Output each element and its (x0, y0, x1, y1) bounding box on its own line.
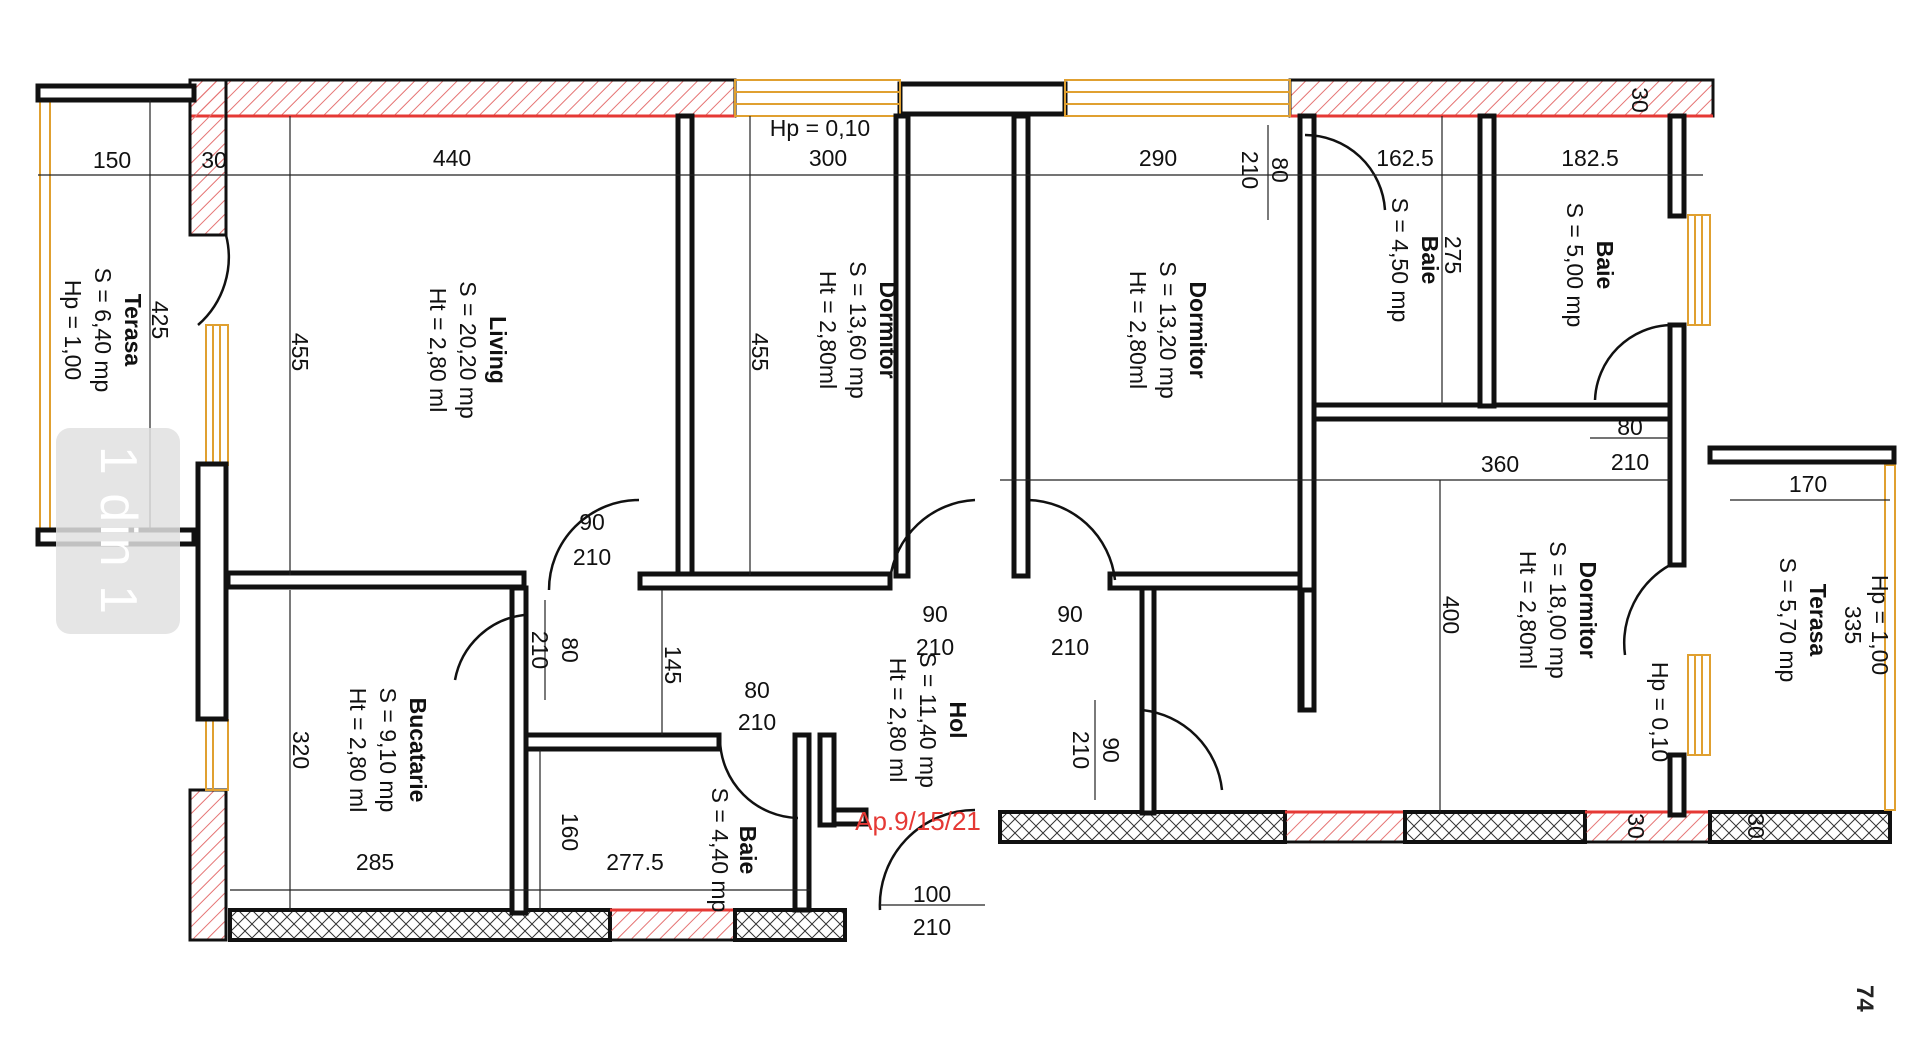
page-indicator-text: 1 din 1 (89, 445, 147, 617)
dim-label: 440 (433, 145, 471, 171)
svg-text:Baie: Baie (1592, 241, 1618, 290)
svg-text:Bucatarie: Bucatarie (405, 698, 431, 803)
room-living: Living S = 20,20 mp Ht = 2,80 ml (425, 281, 511, 418)
svg-text:Ht = 2,80 ml: Ht = 2,80 ml (345, 688, 371, 813)
dim-label: 80 (744, 677, 770, 703)
dim-label: 210 (1068, 731, 1094, 769)
dim-label: 210 (573, 544, 611, 570)
dim-label: 30 (1627, 87, 1653, 113)
svg-text:S = 13,60 mp: S = 13,60 mp (845, 261, 871, 398)
svg-text:S = 5,00 mp: S = 5,00 mp (1562, 203, 1588, 328)
dim-label: 275 (1440, 236, 1466, 274)
dim-label: 162.5 (1376, 145, 1434, 171)
room-baie-2: Baie S = 5,00 mp (1562, 203, 1618, 328)
svg-text:Ht = 2,80ml: Ht = 2,80ml (1515, 551, 1541, 669)
page-indicator: 1 din 1 (56, 428, 180, 634)
room-dormitor-1: Dormitor S = 13,60 mp Ht = 2,80ml (815, 261, 901, 398)
dim-label: 290 (1139, 145, 1177, 171)
room-terasa-left: Terasa S = 6,40 mp Hp = 1,00 (60, 268, 146, 393)
svg-text:Terasa: Terasa (120, 294, 146, 367)
svg-text:Baie: Baie (735, 826, 761, 875)
svg-text:Living: Living (485, 316, 511, 384)
room-baie-1: Baie S = 4,50 mp (1387, 198, 1443, 323)
dim-label: 300 (809, 145, 847, 171)
dim-label: Hp = 1,00 (1867, 575, 1893, 675)
dim-label: 210 (916, 634, 954, 660)
dimension-lines (38, 100, 1890, 910)
svg-text:S = 11,40 mp: S = 11,40 mp (915, 652, 941, 788)
dim-label: 210 (1237, 151, 1263, 189)
dim-label: 425 (147, 301, 173, 339)
dim-label: 277.5 (606, 849, 664, 875)
svg-text:Ht = 2,80ml: Ht = 2,80ml (1125, 271, 1151, 389)
dim-label: 360 (1481, 451, 1519, 477)
svg-text:S = 4,50 mp: S = 4,50 mp (1387, 198, 1413, 323)
svg-text:S = 20,20 mp: S = 20,20 mp (455, 281, 481, 418)
room-hol: Hol S = 11,40 mp Ht = 2,80 ml (885, 652, 971, 788)
room-terasa-right: Terasa S = 5,70 mp (1775, 558, 1831, 683)
doors (197, 133, 1671, 911)
dim-label: 210 (527, 631, 553, 669)
svg-text:Hp = 1,00: Hp = 1,00 (60, 280, 86, 380)
dim-label: 80 (1617, 414, 1643, 440)
dim-label: 170 (1789, 471, 1827, 497)
svg-text:S = 18,00 mp: S = 18,00 mp (1545, 541, 1571, 678)
room-baie-3: Baie S = 4,40 mp (707, 788, 761, 913)
dim-label: 150 (93, 147, 131, 173)
room-dormitor-3: Dormitor S = 18,00 mp Ht = 2,80ml (1515, 541, 1601, 678)
dim-label: 210 (1611, 449, 1649, 475)
dim-label: 100 (913, 881, 951, 907)
apartment-label: Ap.9/15/21 (855, 806, 981, 836)
dim-label: 210 (738, 709, 776, 735)
svg-text:S = 4,40 mp: S = 4,40 mp (707, 788, 733, 913)
room-dormitor-2: Dormitor S = 13,20 mp Ht = 2,80ml (1125, 261, 1211, 398)
svg-text:Terasa: Terasa (1805, 584, 1831, 657)
svg-text:Baie: Baie (1417, 236, 1443, 285)
dim-label: 90 (1057, 601, 1083, 627)
dim-label: 30 (1623, 813, 1649, 839)
svg-text:Ht = 2,80 ml: Ht = 2,80 ml (885, 658, 911, 783)
dimension-labels-vertical: 30 210 80 425 455 455 275 400 335 Hp = 1… (147, 87, 1893, 851)
dim-label: 160 (557, 813, 583, 851)
dim-label: 182.5 (1561, 145, 1619, 171)
dim-label: 90 (579, 509, 605, 535)
svg-text:Hol: Hol (945, 701, 971, 738)
dim-label: 455 (287, 333, 313, 371)
dim-label: 90 (922, 601, 948, 627)
dim-label: Hp = 0,10 (770, 115, 870, 141)
dim-label: 320 (288, 731, 314, 769)
dim-label: 145 (660, 646, 686, 684)
dim-label: 285 (356, 849, 394, 875)
battery-status: 74 (1851, 985, 1878, 1012)
dim-label: 90 (1098, 737, 1124, 763)
dim-label: 80 (557, 637, 583, 663)
dim-label: 210 (913, 914, 951, 940)
dim-label: 335 (1840, 606, 1866, 644)
dim-label: 80 (1267, 157, 1293, 183)
exterior-walls (188, 78, 1892, 942)
svg-text:Dormitor: Dormitor (875, 281, 901, 378)
dimension-labels: 150 30 440 Hp = 0,10 300 290 162.5 182.5… (93, 115, 1827, 940)
svg-text:Ht = 2,80ml: Ht = 2,80ml (815, 271, 841, 389)
svg-text:S = 13,20 mp: S = 13,20 mp (1155, 261, 1181, 398)
dim-label: 30 (1743, 813, 1769, 839)
svg-text:S = 5,70 mp: S = 5,70 mp (1775, 558, 1801, 683)
dim-label: 30 (201, 147, 227, 173)
svg-text:S = 6,40 mp: S = 6,40 mp (90, 268, 116, 393)
dim-label: 455 (747, 333, 773, 371)
svg-text:Dormitor: Dormitor (1575, 561, 1601, 658)
room-bucatarie: Bucatarie S = 9,10 mp Ht = 2,80 ml (345, 688, 431, 813)
svg-text:Ht = 2,80 ml: Ht = 2,80 ml (425, 288, 451, 413)
svg-text:Dormitor: Dormitor (1185, 281, 1211, 378)
svg-text:S = 9,10 mp: S = 9,10 mp (375, 688, 401, 813)
dim-label: 400 (1438, 596, 1464, 634)
dim-label: Hp = 0,10 (1647, 662, 1673, 762)
dim-label: 210 (1051, 634, 1089, 660)
interior-walls (35, 83, 1897, 916)
